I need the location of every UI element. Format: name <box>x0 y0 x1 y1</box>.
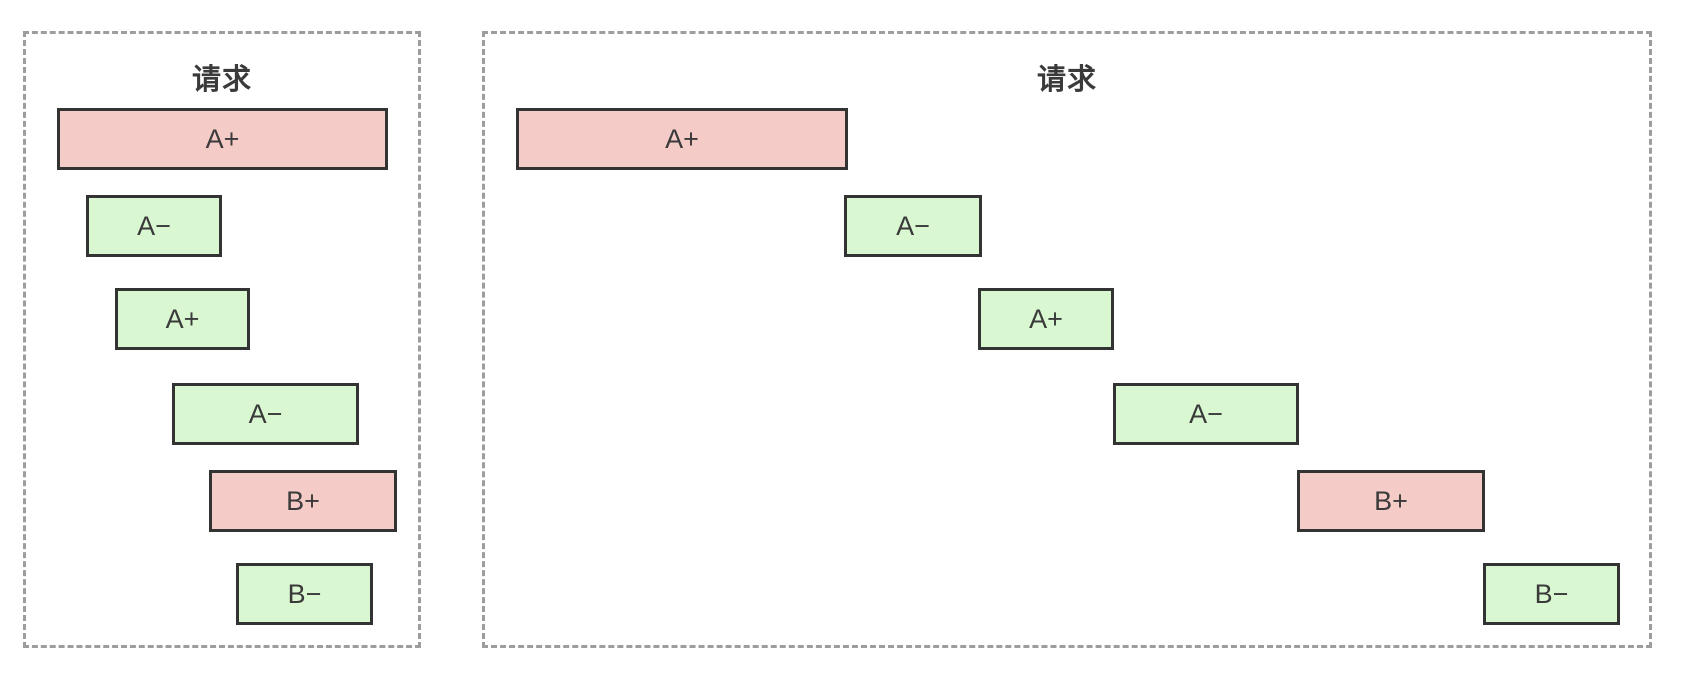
bar-label: B− <box>1534 578 1569 609</box>
bar-label: A+ <box>165 303 200 334</box>
span-bar: A+ <box>516 108 848 170</box>
bar-label: A− <box>896 210 930 241</box>
bar-label: A+ <box>205 123 240 154</box>
bar-label: A− <box>137 210 171 241</box>
span-bar: A+ <box>57 108 388 170</box>
span-bar: B+ <box>209 470 397 532</box>
span-bar: A+ <box>978 288 1114 350</box>
bar-label: A− <box>1189 398 1223 429</box>
request-panel-stacked: 请求 A+ A− A+ A− B+ B− <box>23 31 421 648</box>
span-bar: B− <box>236 563 373 625</box>
panel-title: 请求 <box>1036 64 1097 96</box>
bar-label: B− <box>287 578 322 609</box>
request-panel-timeline: 请求 A+ A− A+ A− B+ B− <box>482 31 1652 648</box>
panel-title: 请求 <box>191 64 252 96</box>
bar-label: B+ <box>286 485 320 516</box>
bar-label: A+ <box>665 123 699 154</box>
span-bar: B+ <box>1297 470 1485 532</box>
span-bar: A− <box>172 383 359 445</box>
bar-label: B+ <box>1374 485 1408 516</box>
bar-label: A− <box>248 398 283 429</box>
span-bar: A− <box>1113 383 1299 445</box>
span-bar: A− <box>86 195 222 257</box>
span-bar: A− <box>844 195 982 257</box>
span-bar: B− <box>1483 563 1620 625</box>
span-bar: A+ <box>115 288 250 350</box>
bar-label: A+ <box>1029 303 1063 334</box>
